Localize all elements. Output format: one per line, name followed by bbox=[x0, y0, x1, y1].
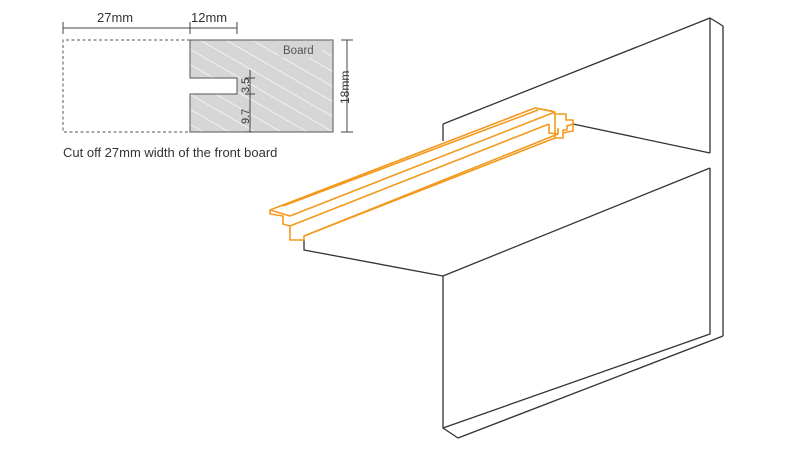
profile-front-face bbox=[269, 137, 556, 241]
cross-section-detail: Board 27mm 12mm 18mm 3.5 9.7 Cut off 27m… bbox=[62, 10, 353, 160]
dim-27mm: 27mm bbox=[97, 10, 133, 25]
board-section bbox=[189, 39, 334, 133]
dim-18mm: 18mm bbox=[338, 71, 352, 104]
board-label-bg bbox=[279, 41, 321, 58]
profile-end-cap bbox=[534, 107, 574, 139]
dim-3-5: 3.5 bbox=[240, 78, 252, 93]
caption: Cut off 27mm width of the front board bbox=[63, 145, 277, 160]
profile-groove-line bbox=[289, 123, 559, 237]
cutoff-outline bbox=[62, 39, 190, 133]
profile-end-detail bbox=[548, 124, 559, 135]
profile-back-lip bbox=[282, 109, 539, 207]
board-label: Board bbox=[283, 45, 314, 57]
dim-9-7: 9.7 bbox=[240, 109, 252, 124]
back-panel bbox=[442, 17, 711, 153]
front-board bbox=[442, 168, 724, 439]
dim-12mm: 12mm bbox=[191, 10, 227, 25]
shelf-outline bbox=[303, 123, 711, 277]
cabinet-drawing bbox=[303, 17, 724, 439]
back-panel-edge bbox=[709, 17, 724, 336]
profile-top-rail bbox=[269, 107, 556, 217]
aluminium-profile bbox=[269, 107, 574, 241]
